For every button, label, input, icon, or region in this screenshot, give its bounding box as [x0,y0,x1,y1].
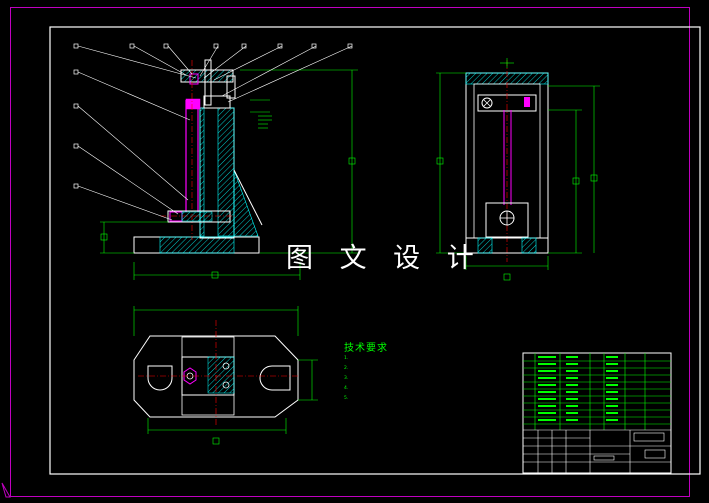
tech-note: 5. [344,396,349,401]
drawing-frame [49,26,701,475]
technical-requirements-list: 1. 2. 3. 4. 5. [344,354,348,404]
front-screw [160,210,236,223]
side-view [436,58,600,281]
sheet-outer-border [10,7,690,497]
front-dimensions [100,69,358,280]
technical-requirements-title: 技术要求 [344,343,388,354]
watermark-text: 图 文 设 计 [286,243,483,274]
tech-note: 2. [344,366,349,371]
leader-tags [73,43,353,189]
front-column [199,107,235,239]
top-view [133,306,318,445]
front-base [133,236,260,254]
tech-note: 1. [344,356,349,361]
tech-note: 3. [344,376,349,381]
tech-note: 4. [344,386,349,391]
corner-arrow-icon [1,482,11,498]
title-block [522,352,672,474]
front-view [73,43,358,280]
front-top-arm [180,59,236,110]
part-leaders [77,45,353,221]
